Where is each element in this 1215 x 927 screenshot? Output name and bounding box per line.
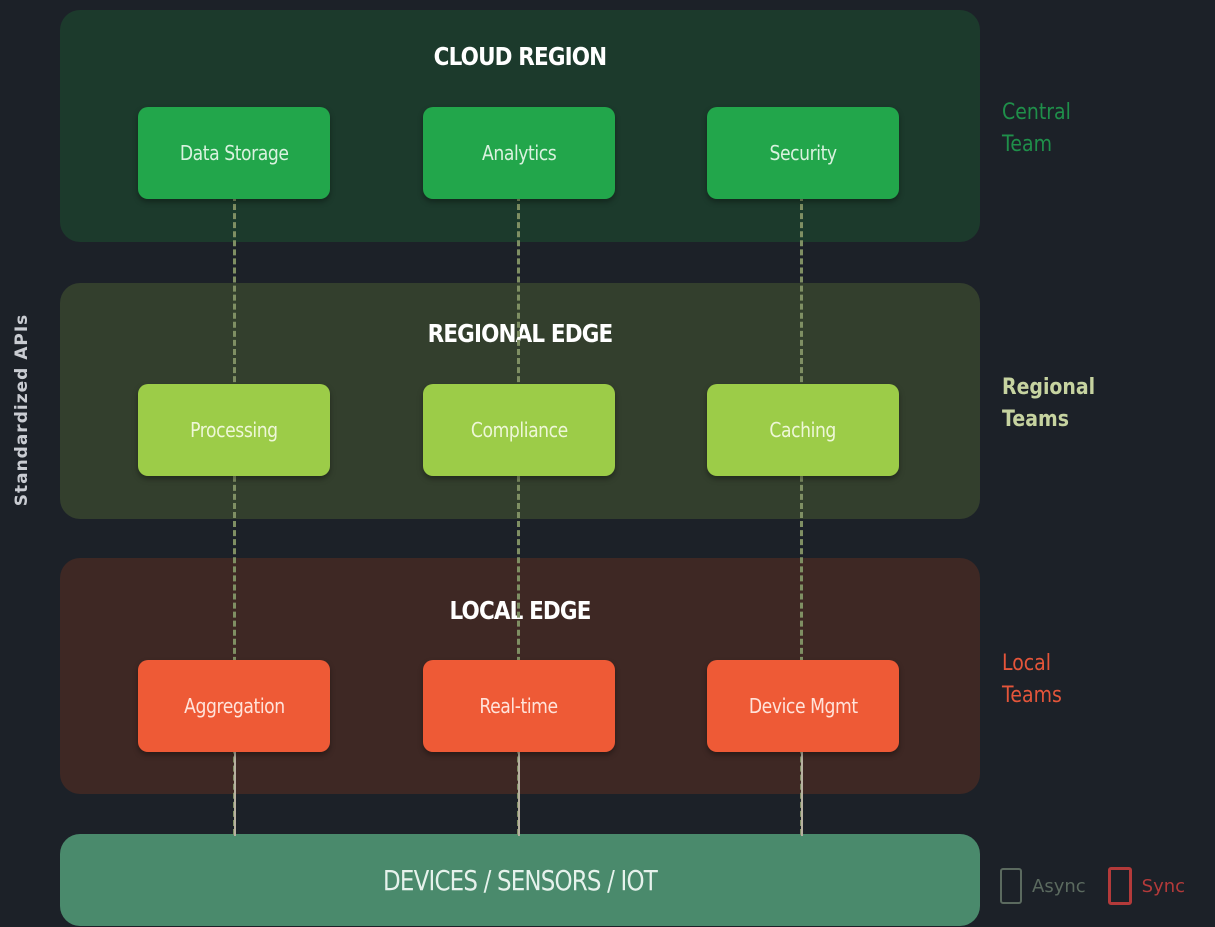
connector-line-2 (517, 195, 520, 835)
async-legend-icon (1000, 868, 1022, 904)
data-storage-node: Data Storage (138, 107, 330, 199)
device-link-1 (234, 750, 236, 836)
regional-teams-label: Regional Teams (1002, 375, 1096, 432)
device-link-2 (518, 750, 520, 836)
compliance-node: Compliance (423, 384, 615, 476)
device-mgmt-node: Device Mgmt (707, 660, 899, 752)
processing-node: Processing (138, 384, 330, 476)
sync-legend-icon (1107, 867, 1132, 905)
real-time-node: Real-time (423, 660, 615, 752)
sync-legend-label: Sync (1141, 875, 1186, 897)
device-link-3 (801, 750, 803, 836)
security-node: Security (707, 107, 899, 199)
analytics-node: Analytics (423, 107, 615, 199)
local-edge-title: LOCAL EDGE (449, 596, 591, 625)
connector-line-3 (800, 195, 803, 835)
cloud-region-title: CLOUD REGION (433, 42, 607, 71)
async-legend-label: Async (1032, 875, 1086, 897)
regional-edge-title: REGIONAL EDGE (427, 319, 614, 348)
legend: Async Sync (1000, 862, 1185, 910)
local-teams-label: Local Teams (1002, 651, 1062, 708)
connector-line-1 (233, 195, 236, 835)
caching-node: Caching (707, 384, 899, 476)
aggregation-node: Aggregation (138, 660, 330, 752)
central-team-label: Central Team (1002, 100, 1071, 157)
devices-title: DEVICES / SENSORS / IOT (383, 863, 658, 897)
devices-layer: DEVICES / SENSORS / IOT (60, 834, 980, 926)
